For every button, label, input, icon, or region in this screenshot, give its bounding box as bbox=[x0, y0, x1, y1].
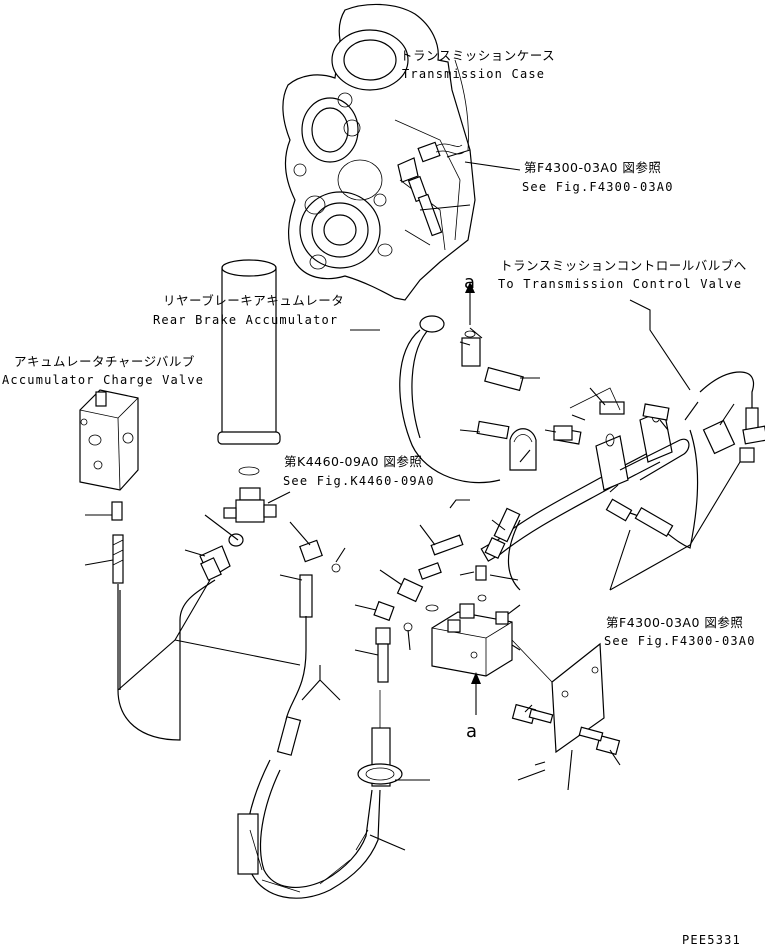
leader-lines bbox=[84, 149, 741, 851]
labels: トランスミッションケース Transmission Case 第F4300-03… bbox=[2, 48, 756, 947]
label-acc-charge-jp: アキュムレータチャージバルブ bbox=[14, 354, 195, 369]
drawing-code: PEE5331 bbox=[682, 933, 741, 947]
label-ref-f4300-bottom-en: See Fig.F4300-03A0 bbox=[604, 634, 756, 648]
accumulator-charge-valve bbox=[79, 389, 139, 584]
label-ref-f4300-top-en: See Fig.F4300-03A0 bbox=[522, 180, 674, 194]
label-view-a-bottom: a bbox=[466, 721, 477, 742]
label-view-a-top: a bbox=[464, 272, 475, 293]
label-transmission-case-en: Transmission Case bbox=[402, 67, 545, 81]
transmission-case bbox=[282, 3, 476, 301]
label-ref-f4300-bottom-jp: 第F4300-03A0 図参照 bbox=[606, 615, 743, 630]
label-ref-f4300-top-jp: 第F4300-03A0 図参照 bbox=[524, 160, 661, 175]
valve-block bbox=[299, 534, 621, 756]
label-acc-charge-en: Accumulator Charge Valve bbox=[2, 373, 204, 387]
tube-assembly bbox=[399, 315, 765, 591]
rear-brake-accumulator bbox=[199, 259, 281, 581]
label-rear-brake-en: Rear Brake Accumulator bbox=[153, 313, 338, 327]
label-to-tcv-en: To Transmission Control Valve bbox=[498, 277, 742, 291]
label-ref-k4460-en: See Fig.K4460-09A0 bbox=[283, 474, 435, 488]
label-rear-brake-jp: リヤーブレーキアキュムレータ bbox=[163, 293, 344, 308]
label-to-tcv-jp: トランスミッションコントロールバルブへ bbox=[500, 258, 747, 273]
label-transmission-case-jp: トランスミッションケース bbox=[400, 48, 555, 63]
lower-hoses bbox=[117, 579, 403, 899]
label-ref-k4460-jp: 第K4460-09A0 図参照 bbox=[284, 454, 422, 469]
